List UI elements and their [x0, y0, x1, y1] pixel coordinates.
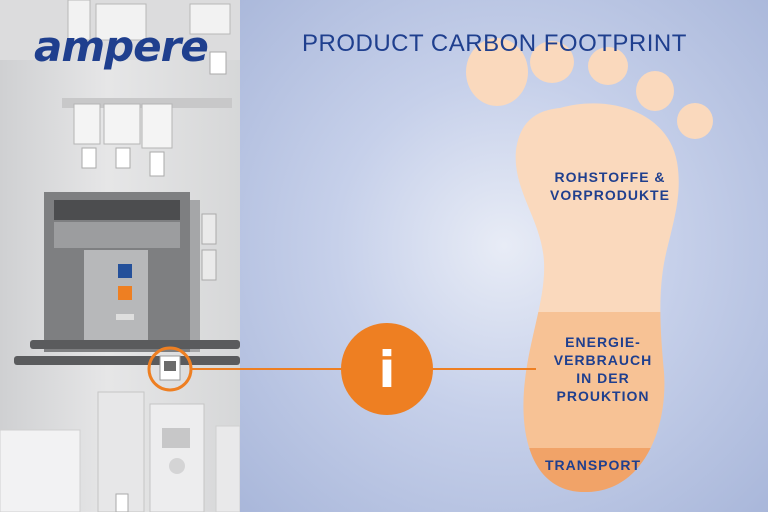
brand-logo: ampere	[34, 22, 209, 71]
info-marker[interactable]	[341, 323, 433, 415]
stage-label-transport: TRANSPORT	[544, 457, 642, 473]
cabinet-illustration	[0, 0, 240, 512]
big-toe	[466, 38, 528, 106]
stage-energy-region	[515, 312, 679, 448]
toe-3	[588, 47, 628, 85]
toe-2	[530, 41, 574, 83]
stage-label-energy: ENERGIE- VERBRAUCH IN DER PROUKTION	[553, 334, 653, 404]
toe-4	[636, 71, 674, 111]
breaker-orange-indicator	[118, 286, 132, 300]
info-icon: i	[378, 341, 395, 399]
cabinet-panel: ampere	[0, 0, 240, 512]
page-title: PRODUCT CARBON FOOTPRINT	[302, 30, 687, 57]
breaker-blue-indicator	[118, 264, 132, 278]
stage-label-raw-materials: ROHSTOFFE & VORPRODUKTE	[550, 169, 670, 203]
toe-5	[677, 103, 713, 139]
